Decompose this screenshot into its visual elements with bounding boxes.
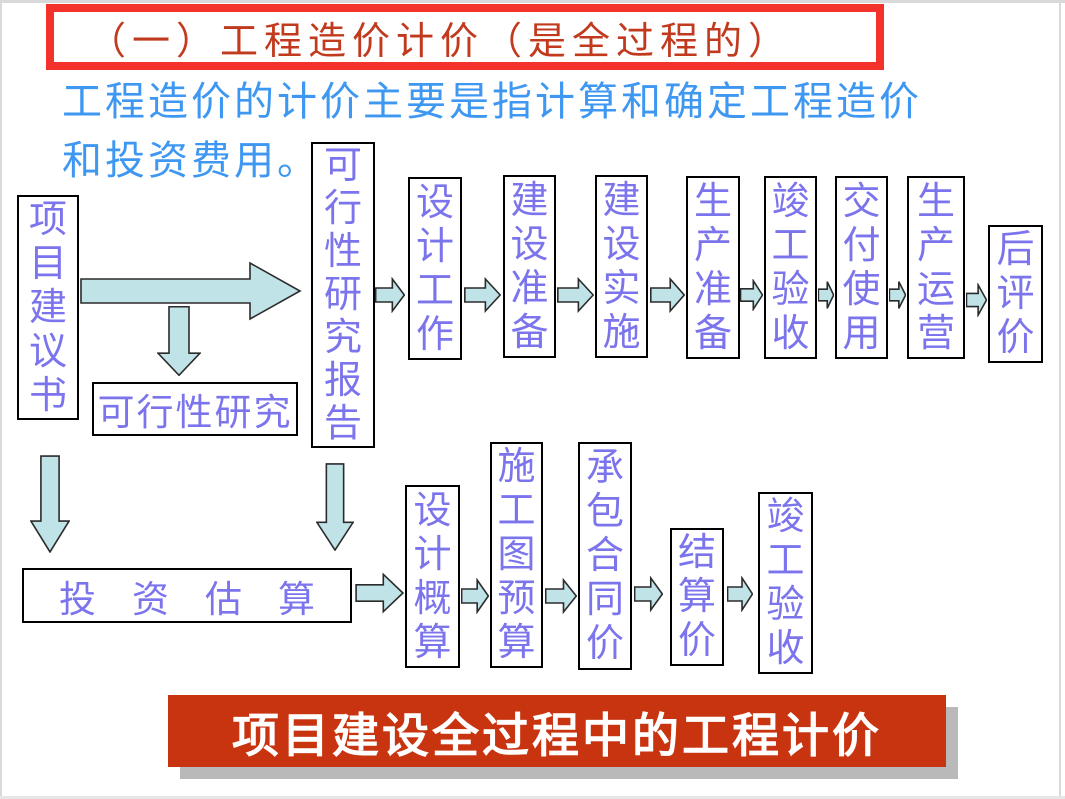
intro-line-1: 工程造价的计价主要是指计算和确定工程造价 [62,79,922,124]
intro-line-2: 和投资费用。 [62,138,320,183]
bottom-banner: 项目建设全过程中的工程计价 [168,695,946,767]
arrow-right-9-icon [355,572,404,614]
section-title: （一）工程造价计价（是全过程的） [88,20,793,63]
box-handover-use: 交付使用 [835,176,888,359]
box-production-operation: 生产运营 [907,176,965,359]
box-settlement-price: 结算价 [670,528,724,666]
box-post-evaluation: 后评价 [988,225,1043,363]
frame-bottom-edge [0,796,1065,799]
arrow-right-13-icon [727,576,753,612]
box-production-preparation: 生产准备 [686,176,740,359]
arrow-right-2-icon [464,277,501,313]
box-construction-preparation: 建设准备 [503,175,556,358]
arrow-right-1-icon [375,277,405,313]
arrow-down-right-icon [316,463,354,551]
arrow-right-5-icon [740,279,763,311]
arrow-right-4-icon [650,277,685,313]
intro-paragraph: 工程造价的计价主要是指计算和确定工程造价 和投资费用。 [62,72,982,190]
box-design-work: 设计工作 [408,177,462,360]
frame-right-edge [1059,0,1061,799]
frame-left-edge [0,0,2,799]
arrow-right-6-icon [818,280,834,310]
arrow-right-8-icon [966,283,987,317]
box-contract-price: 承包合同价 [578,442,632,670]
box-completion-acceptance-2: 竣工验收 [758,492,813,674]
arrow-right-3-icon [557,277,594,313]
box-construction-drawing-budget: 施工图预算 [490,442,543,668]
arrow-down-feasibility-icon [157,306,201,376]
arrow-right-12-icon [634,576,663,612]
box-construction-implementation: 建设实施 [595,175,648,358]
arrow-right-10-icon [461,578,489,614]
box-investment-estimate: 投资估算 [22,568,352,623]
section-title-box: （一）工程造价计价（是全过程的） [46,4,884,70]
box-feasibility-study: 可行性研究 [92,382,298,436]
box-completion-acceptance: 竣工验收 [764,176,817,359]
arrow-right-7-icon [889,280,906,310]
big-arrow-right-icon [80,261,302,321]
bottom-banner-text: 项目建设全过程中的工程计价 [232,708,882,762]
box-feasibility-report: 可行性研究报告 [311,142,375,448]
box-design-budget: 设计概算 [405,485,460,668]
frame-top-edge [0,0,1065,3]
arrow-right-11-icon [545,578,577,614]
box-project-proposal: 项目建议书 [17,195,79,420]
arrow-down-left-icon [30,455,70,553]
